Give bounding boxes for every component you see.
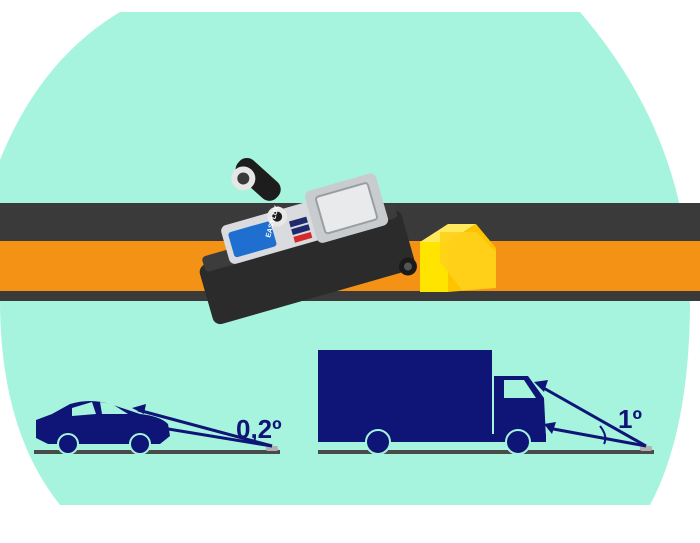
road-marker-reflector	[420, 224, 496, 292]
car-angle-label: 0,2º	[236, 414, 282, 444]
car-beam	[132, 404, 273, 448]
truck-angle-label: 1º	[618, 404, 642, 434]
ground-line-left	[34, 450, 280, 454]
retroreflectometer-device	[199, 157, 417, 325]
ground-line-right	[318, 450, 654, 454]
car-icon	[36, 401, 170, 455]
truck-beam	[534, 380, 647, 448]
truck-icon	[318, 350, 546, 455]
